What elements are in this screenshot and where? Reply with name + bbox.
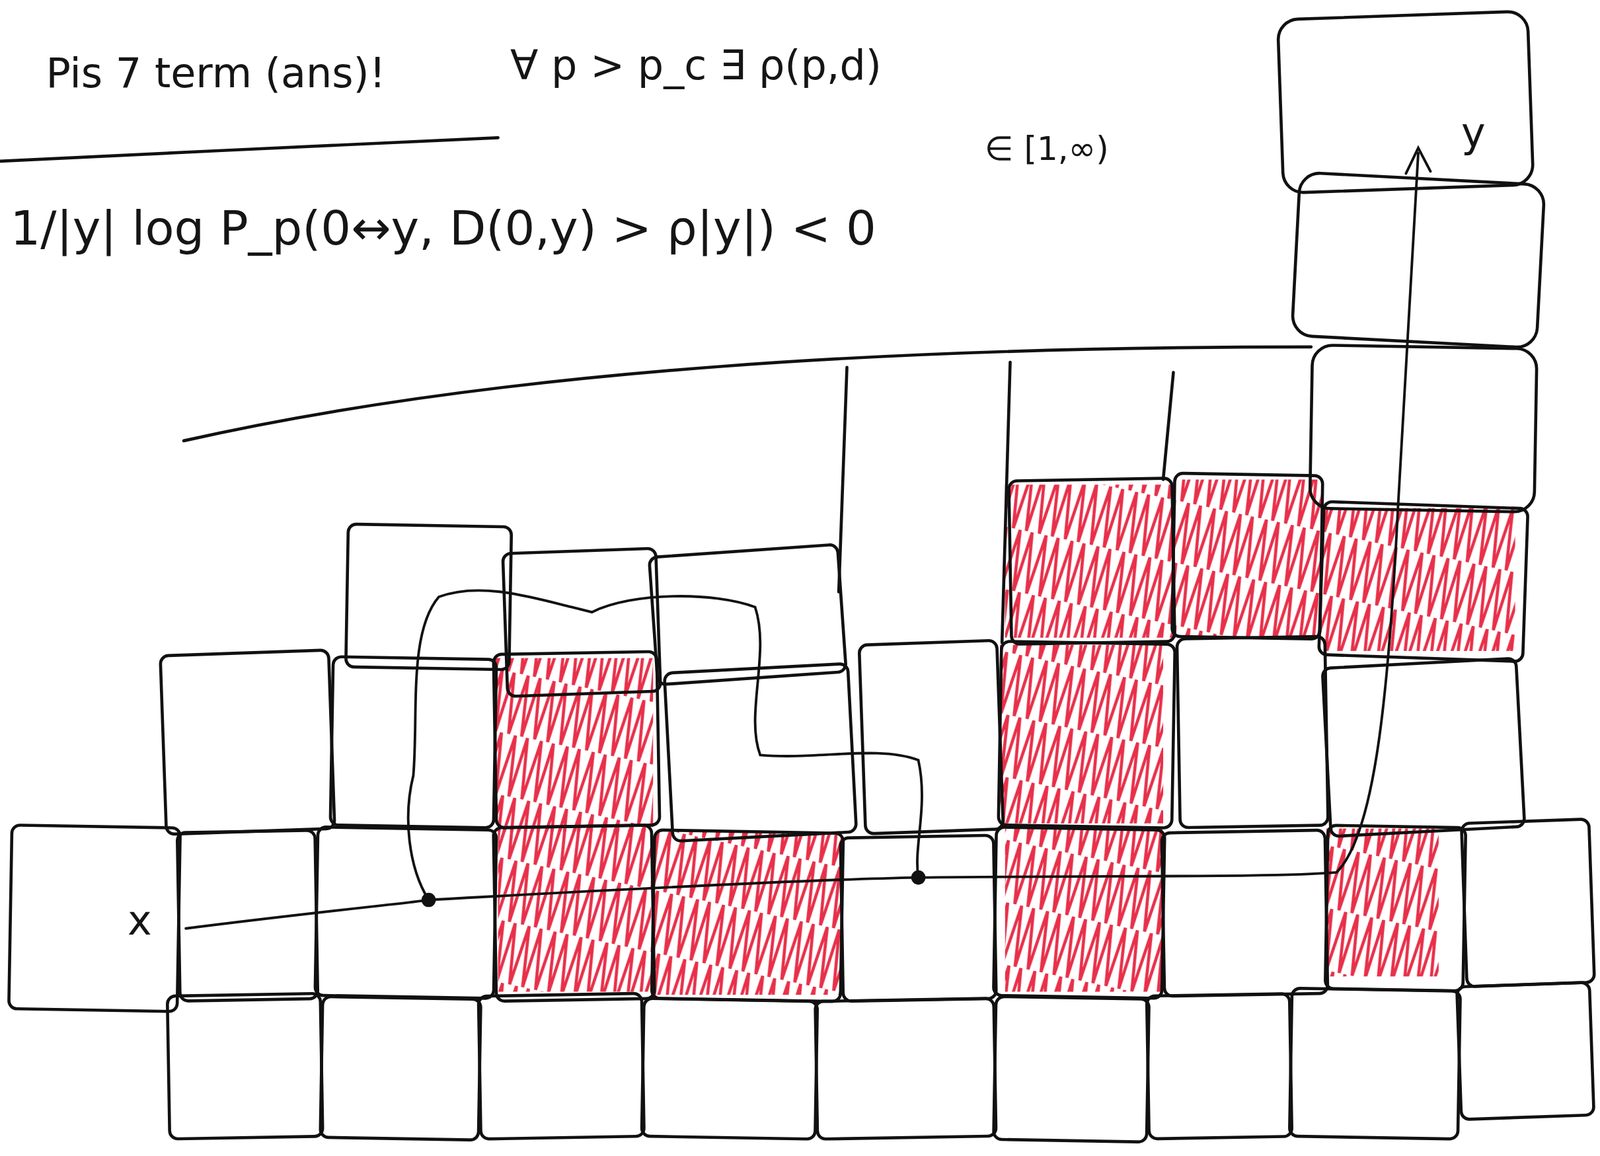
range-text: ∈ [1,∞) bbox=[984, 130, 1109, 168]
heading-note: Pis 7 term (ans)! bbox=[45, 50, 386, 96]
paths bbox=[185, 148, 1431, 929]
path-dots bbox=[421, 870, 926, 908]
point-label: y bbox=[1461, 110, 1486, 156]
rule-lines bbox=[0, 137, 1312, 441]
point-label: x bbox=[127, 898, 153, 944]
formula: 1/|y| log P_p(0↔y, D(0,y) > ρ|y|) < 0 bbox=[9, 202, 876, 255]
grid-squares bbox=[8, 11, 1595, 1143]
claim-text: ∀ p > p_c ∃ ρ(p,d) bbox=[510, 42, 882, 88]
